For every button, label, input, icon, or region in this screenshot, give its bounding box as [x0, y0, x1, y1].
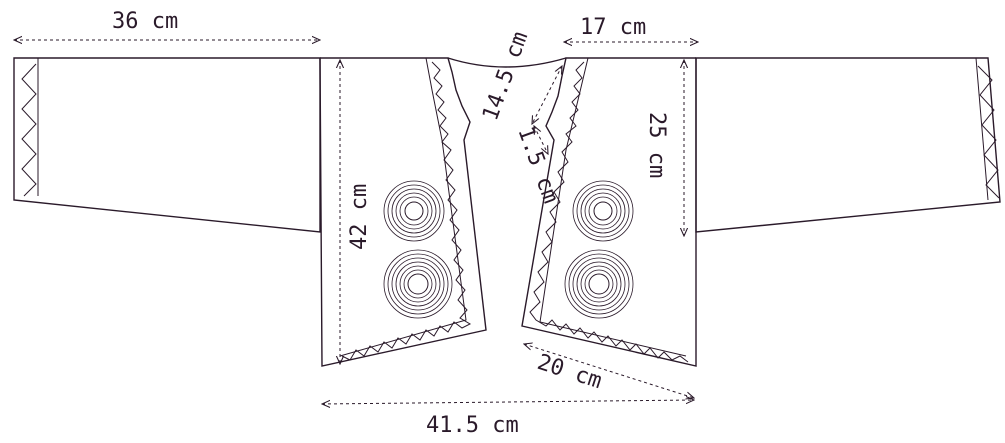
- right-edge-trim-inner: [539, 57, 687, 357]
- left-edge-zigzag: [341, 61, 472, 361]
- width-dimension: [322, 400, 694, 404]
- body-length-label: 42 cm: [347, 184, 372, 250]
- width-label: 41.5 cm: [426, 413, 519, 438]
- left-edge-trim-inner: [339, 57, 467, 357]
- ornament-left-top: [383, 180, 445, 242]
- ornament-right-top: [572, 180, 634, 242]
- shoulder-label: 17 cm: [580, 15, 646, 40]
- sleeve-length-label: 36 cm: [112, 9, 178, 34]
- neck-curve-label: 14.5 cm: [478, 28, 533, 124]
- neck-notch-label: 1.5 cm: [512, 124, 563, 207]
- neckline-curve: [447, 57, 567, 68]
- neck-curve-dimension: [532, 66, 562, 124]
- front-hem-label: 20 cm: [534, 350, 605, 394]
- ornament-right-bottom: [564, 249, 634, 319]
- right-cuff-line: [975, 57, 989, 201]
- armhole-depth-label: 25 cm: [644, 112, 669, 178]
- left-sleeve: [13, 57, 321, 233]
- right-sleeve: [695, 57, 1001, 233]
- right-cuff-zigzag: [977, 65, 1000, 199]
- left-cuff-zigzag: [21, 63, 37, 197]
- left-front-panel: [319, 57, 487, 367]
- ornament-left-bottom: [383, 249, 453, 319]
- neck-notch-dimension: [534, 126, 548, 154]
